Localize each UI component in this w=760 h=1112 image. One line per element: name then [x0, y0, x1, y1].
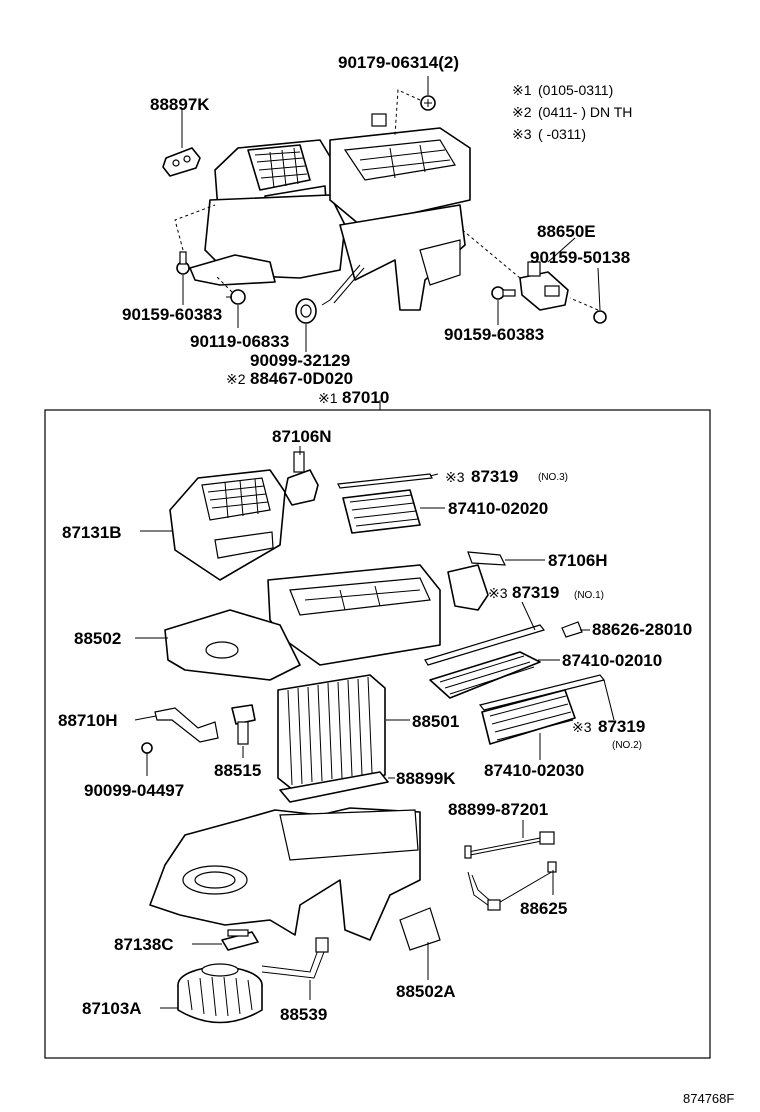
label-88501: 88501: [412, 712, 459, 731]
label-90179-06314: 90179-06314(2): [338, 53, 459, 72]
diagram-id: 874768F: [683, 1091, 734, 1106]
label-88515: 88515: [214, 761, 261, 780]
actuator-88650e-icon: [519, 261, 569, 311]
label-87319-no1-suffix: (NO.1): [574, 590, 604, 601]
screw-90159-left-icon: [176, 251, 190, 275]
note-2-mark: ※2: [512, 104, 532, 120]
exploded-parts-drawing: [134, 446, 615, 1024]
label-88710h: 88710H: [58, 711, 118, 730]
label-90119-06833: 90119-06833: [190, 332, 289, 351]
filter-87410-02010-icon: [429, 651, 541, 699]
label-88502: 88502: [74, 629, 121, 648]
label-87410-02010: 87410-02010: [562, 651, 662, 670]
top-small-parts: [162, 89, 607, 324]
label-90159-50138: 90159-50138: [530, 248, 630, 267]
label-88650e: 88650E: [537, 222, 596, 241]
grommet-90099-32129-icon: [295, 298, 317, 324]
label-87319-no3-suffix: (NO.3): [538, 472, 568, 483]
case-88502a-icon: [149, 807, 441, 951]
wire-harness-88899-87201-icon: [464, 831, 555, 859]
label-87319-no2-suffix: (NO.2): [612, 740, 642, 751]
label-88625: 88625: [520, 899, 567, 918]
filter-87410-02020-icon: [342, 489, 421, 534]
evaporator-core-88501-icon: [277, 674, 386, 791]
screw-90159-right-icon: [491, 286, 516, 300]
case-87131b-icon: [169, 469, 286, 581]
label-90099-04497: 90099-04497: [84, 781, 184, 800]
screw-90159-50138-icon: [593, 310, 607, 324]
label-87319-no3-mark: ※3: [445, 469, 465, 485]
label-88467-0d020: 88467-0D020: [250, 369, 353, 388]
footnotes: ※1 (0105-0311) ※2 (0411- ) DN TH ※3 ( -0…: [512, 82, 632, 142]
assembly-87010-frame: [44, 409, 711, 1059]
label-87319-no2-mark: ※3: [572, 719, 592, 735]
label-90099-32129: 90099-32129: [250, 351, 350, 370]
resistor-87138c-icon: [221, 929, 259, 951]
label-88502a: 88502A: [396, 982, 456, 1001]
drain-hose-88539-icon: [261, 937, 329, 979]
label-87106h: 87106H: [548, 551, 608, 570]
label-88897k-top: 88897K: [150, 95, 210, 114]
label-87106n: 87106N: [272, 427, 332, 446]
heater-unit-assembly-drawing: [189, 113, 471, 311]
label-87319-no3: 87319: [471, 467, 518, 486]
label-87103a: 87103A: [82, 999, 142, 1018]
note-3-mark: ※3: [512, 126, 532, 142]
seal-88899k-icon: [279, 771, 389, 803]
note-1-text: (0105-0311): [538, 82, 613, 98]
note-3-text: ( -0311): [538, 126, 586, 142]
label-87138c: 87138C: [114, 935, 174, 954]
label-87319-no1: 87319: [512, 583, 559, 602]
label-87319-no2: 87319: [598, 717, 645, 736]
label-87010-mark: ※1: [318, 390, 338, 406]
note-2-text: (0411- ) DN TH: [538, 104, 632, 120]
note-1-mark: ※1: [512, 82, 532, 98]
case-88502-icon: [164, 564, 441, 681]
label-87010: 87010: [342, 388, 389, 407]
label-88467-mark: ※2: [226, 371, 246, 387]
label-90159-60383-left: 90159-60383: [122, 305, 222, 324]
screw-90099-04497-icon: [141, 742, 153, 776]
filter-87410-02030-icon: [481, 689, 576, 745]
part-88626-28010-icon: [561, 621, 583, 638]
label-87319-no1-mark: ※3: [488, 585, 508, 601]
label-88899k: 88899K: [396, 769, 456, 788]
label-87131b: 87131B: [62, 523, 122, 542]
actuator-87106h-icon: [447, 551, 507, 611]
sensor-88515-icon: [231, 704, 256, 745]
bolt-90179-icon: [420, 95, 436, 111]
label-90159-60383-right: 90159-60383: [444, 325, 544, 344]
label-87410-02030: 87410-02030: [484, 761, 584, 780]
label-88899-87201: 88899-87201: [448, 800, 548, 819]
label-88626-28010: 88626-28010: [592, 620, 692, 639]
bracket-88710h-icon: [154, 707, 219, 743]
blower-motor-87103a-icon: [177, 963, 263, 1024]
label-87410-02020: 87410-02020: [448, 499, 548, 518]
grommet-88897k-icon: [162, 147, 201, 177]
label-88539: 88539: [280, 1005, 327, 1024]
part-87106n-icon: [284, 451, 319, 506]
sensor-88625-icon: [467, 861, 557, 911]
bolt-90119-icon: [226, 289, 246, 305]
